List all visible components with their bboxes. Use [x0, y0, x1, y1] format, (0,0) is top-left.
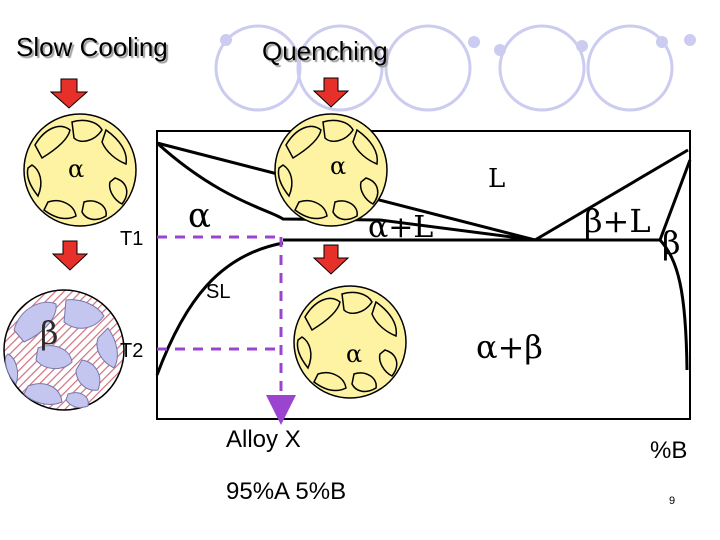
- beta-grain: [3, 289, 125, 411]
- slow-cooling-arrow: [49, 78, 89, 109]
- deco-circle: [586, 24, 674, 112]
- deco-dot: [494, 44, 506, 56]
- solvus-beta-line: [658, 238, 689, 371]
- deco-circle: [498, 24, 586, 112]
- beta-region-label: β: [662, 224, 681, 262]
- beta-plus-liquid-label: β+L: [584, 202, 651, 240]
- alpha-grain-left: [23, 113, 137, 227]
- decorative-circles: [214, 24, 674, 112]
- t1-label: T1: [120, 228, 144, 250]
- deco-circle: [296, 24, 384, 112]
- quenching-title: Quenching: [262, 36, 388, 66]
- deco-dot: [656, 36, 668, 48]
- deco-dot: [576, 40, 588, 52]
- alpha-region-label: α: [188, 196, 211, 236]
- deco-circle: [384, 24, 472, 112]
- alpha-plus-beta-label: α+β: [476, 328, 543, 366]
- liquid-label: L: [488, 164, 506, 194]
- alpha-plus-liquid-label: α+L: [368, 210, 434, 245]
- phase-diagram-frame: [156, 130, 691, 420]
- deco-dot: [220, 34, 232, 46]
- solvus-alpha-line: [155, 241, 284, 376]
- slow-cooling-title: Slow Cooling: [16, 32, 168, 62]
- solvus-label: SL: [206, 281, 231, 303]
- deco-circle: [214, 24, 302, 112]
- decorative-dots: [220, 34, 696, 56]
- alpha-solidus-line: [155, 141, 536, 242]
- quenching-arrow: [312, 77, 350, 108]
- alpha-grain-left-label: α: [68, 155, 85, 183]
- cooling-arrows: [49, 77, 350, 275]
- beta-grain-label: β: [40, 314, 59, 352]
- alpha-grain-mid: [293, 285, 407, 399]
- deco-dot: [684, 34, 696, 46]
- alloy-composition: 95%A 5%B: [226, 478, 347, 505]
- alpha-grain-top-label: α: [330, 152, 347, 180]
- page-number: 9: [669, 495, 676, 507]
- deco-dot: [468, 36, 480, 48]
- x-axis-label: %B: [650, 437, 688, 464]
- slow-cooling-arrow-lower: [51, 240, 89, 271]
- alpha-grain-top: [274, 113, 388, 227]
- beta-solidus-line: [658, 159, 692, 241]
- alloy-name: Alloy X: [226, 426, 301, 453]
- quenching-arrow-lower: [312, 244, 350, 275]
- phase-boundaries: [155, 141, 692, 376]
- dashed-guides: [157, 235, 296, 425]
- t2-label: T2: [120, 340, 144, 362]
- alpha-grain-mid-label: α: [346, 340, 363, 368]
- beta-liquidus-line: [534, 148, 689, 242]
